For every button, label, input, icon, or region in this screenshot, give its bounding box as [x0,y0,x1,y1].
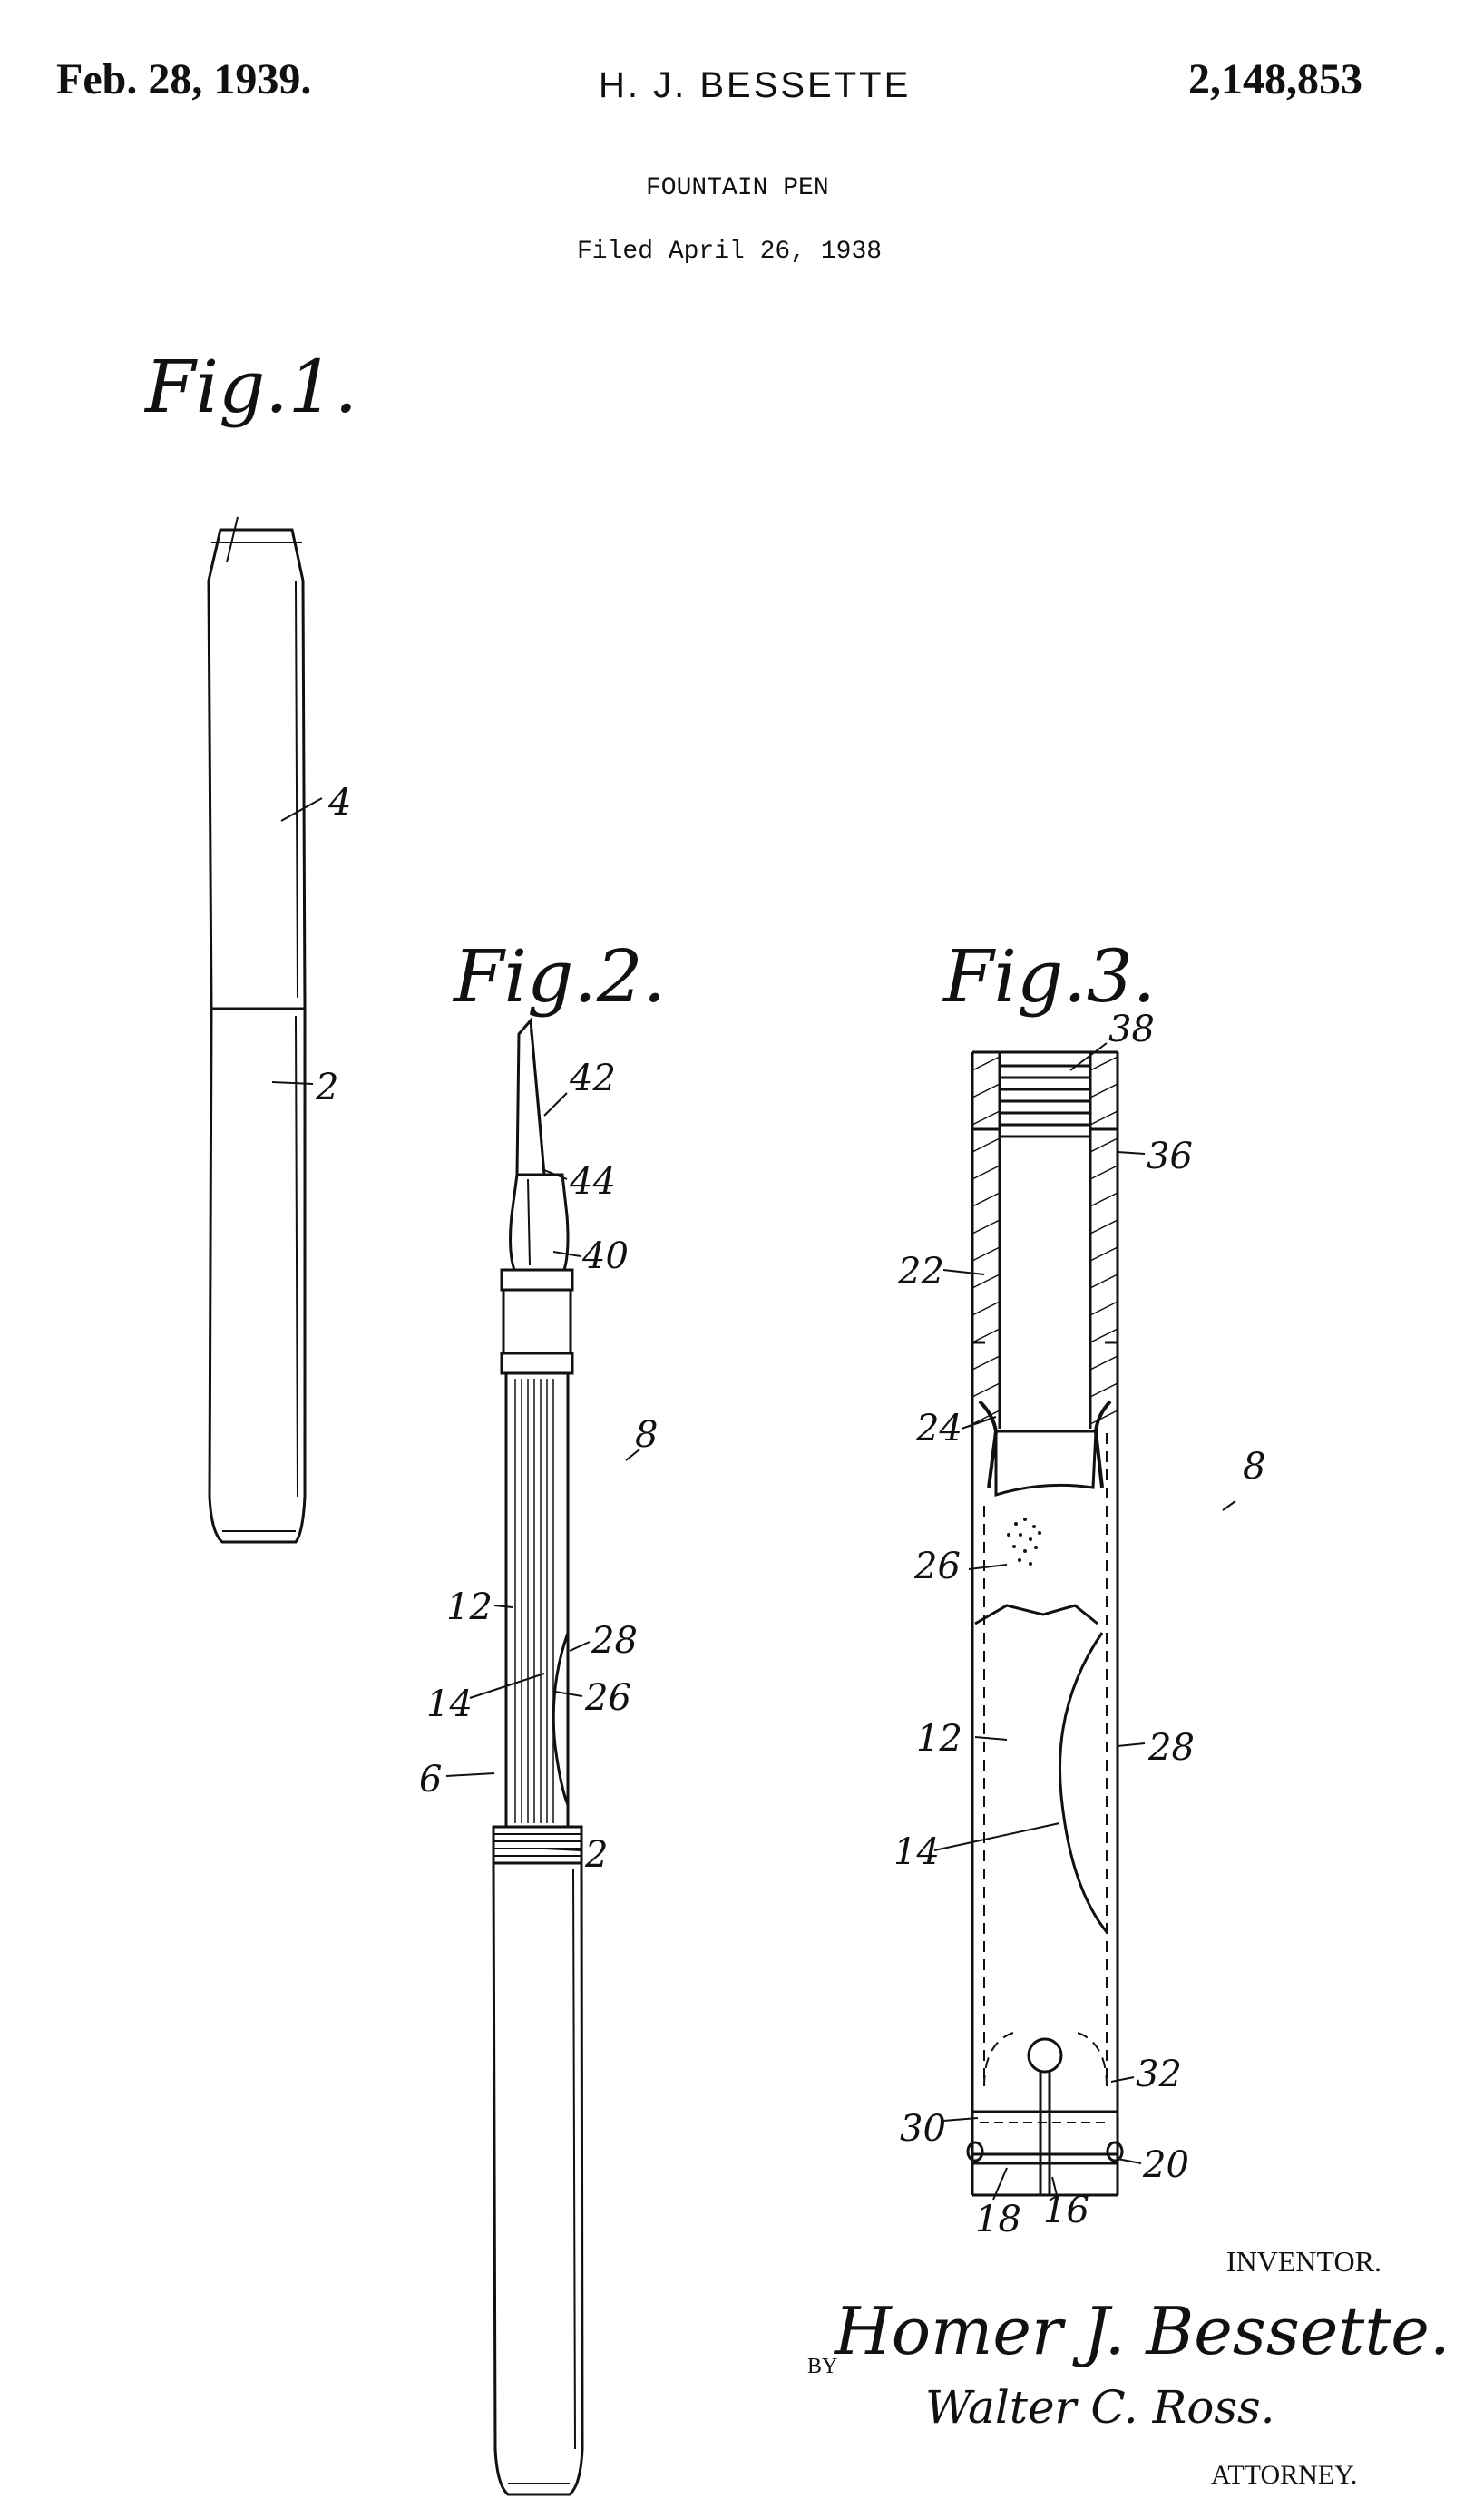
invention-title: FOUNTAIN PEN [646,174,829,202]
ref-numeral: 2 [584,1834,608,1876]
ref-numeral: 30 [900,2108,946,2150]
ref-numeral: 28 [1147,1727,1195,1769]
ref-numeral: 6 [419,1759,442,1801]
by-label: BY [807,2355,838,2378]
ref-numeral: 18 [975,2199,1021,2240]
ref-numeral: 42 [569,1058,616,1099]
ref-numeral: 8 [635,1414,658,1456]
ref-numeral: 12 [446,1586,493,1628]
ref-numeral: 32 [1136,2054,1182,2095]
figure-2-label: Fig.2. [454,934,667,1019]
ref-numeral: 4 [327,782,351,824]
ref-numeral: 26 [913,1546,961,1587]
ref-numeral: 26 [584,1677,631,1719]
ref-numeral: 20 [1142,2144,1189,2186]
fig1-ref-numerals: 4 2 [315,782,351,1108]
fig3-section [933,1042,1236,2201]
fig3-ref-numerals: 38 36 22 24 8 26 12 28 14 32 30 20 18 16 [893,1009,1265,2240]
patent-number: 2,148,853 [1188,55,1362,103]
ref-numeral: 38 [1108,1009,1155,1050]
filing-date: Filed April 26, 1938 [577,238,883,266]
ref-numeral: 14 [426,1684,473,1725]
ref-numeral: 22 [897,1251,944,1293]
ref-numeral: 12 [916,1718,962,1760]
ref-numeral: 36 [1147,1136,1193,1177]
figure-1-label: Fig.1. [145,345,358,429]
ref-numeral: 28 [591,1620,638,1662]
figure-3-label: Fig.3. [943,934,1157,1019]
ref-numeral: 24 [915,1408,962,1449]
inventor-name: H. J. BESSETTE [599,65,912,105]
attorney-signature: Walter C. Ross. [925,2381,1275,2434]
fig2-ref-numerals: 42 44 40 8 12 28 14 26 6 2 [419,1058,658,1876]
ref-numeral: 2 [315,1067,338,1108]
inventor-label: INVENTOR. [1226,2245,1381,2278]
ref-numeral: 44 [569,1161,616,1203]
ref-numeral: 14 [893,1831,940,1873]
patent-date: Feb. 28, 1939. [56,55,312,103]
attorney-label: ATTORNEY. [1211,2460,1358,2490]
ref-numeral: 16 [1043,2190,1089,2231]
ref-numeral: 40 [581,1235,629,1277]
fig2-pen [445,1017,640,2496]
ref-numeral: 8 [1243,1446,1265,1488]
inventor-signature: Homer J. Bessette. [835,2293,1450,2369]
fig1-pen [207,516,323,1544]
